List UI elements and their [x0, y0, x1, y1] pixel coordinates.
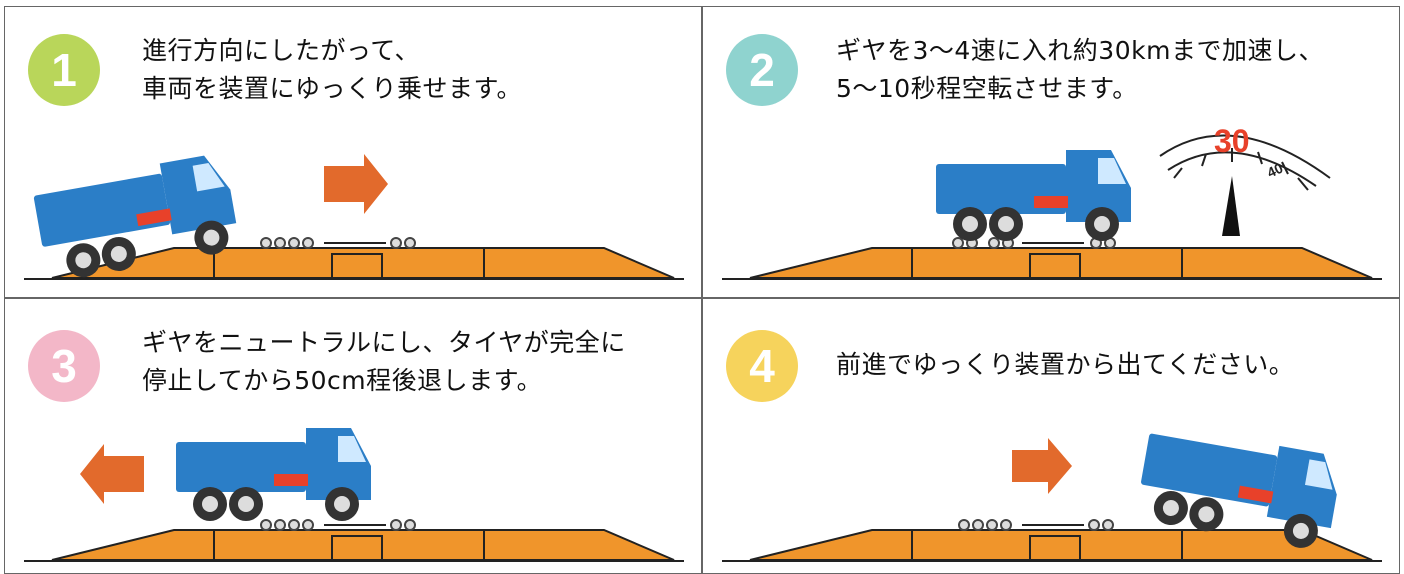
- step-panel-1: 1 進行方向にしたがって、 車両を装置にゆっくり乗せます。: [4, 6, 702, 298]
- step-instruction: 前進でゆっくり装置から出てください。: [836, 346, 1294, 384]
- instruction-line: 進行方向にしたがって、: [142, 36, 421, 65]
- step-2-illustration: 30 40: [722, 123, 1382, 280]
- speed-tick-label: 40: [1265, 160, 1286, 181]
- test-ramp: [722, 529, 1382, 562]
- backward-arrow: [80, 444, 144, 504]
- test-ramp: [24, 247, 684, 280]
- roller-set: [260, 519, 416, 531]
- step-number-badge: 4: [726, 330, 798, 402]
- dump-truck: [33, 155, 237, 278]
- instruction-line: 停止してから50cm程後退します。: [142, 366, 543, 395]
- instruction-line: 5～10秒程空転させます。: [836, 74, 1138, 103]
- step-instruction: ギヤを3～4速に入れ約30kmまで加速し、 5～10秒程空転させます。: [836, 32, 1324, 108]
- speedometer-icon: [1159, 134, 1331, 236]
- roller-set: [260, 237, 416, 249]
- instruction-line: ギヤを3～4速に入れ約30kmまで加速し、: [836, 36, 1324, 65]
- roller-set: [958, 519, 1114, 531]
- step-instruction: 進行方向にしたがって、 車両を装置にゆっくり乗せます。: [142, 32, 522, 108]
- step-number-badge: 2: [726, 34, 798, 106]
- forward-arrow: [1012, 438, 1072, 494]
- dump-truck: [936, 150, 1131, 241]
- step-3-illustration: [24, 428, 684, 562]
- instruction-line: 車両を装置にゆっくり乗せます。: [142, 74, 523, 103]
- dump-truck: [176, 428, 371, 521]
- instruction-line: 前進でゆっくり装置から出てください。: [836, 350, 1295, 379]
- test-ramp: [24, 529, 684, 562]
- step-panel-4: 4 前進でゆっくり装置から出てください。: [702, 298, 1400, 574]
- step-panel-3: 3 ギヤをニュートラルにし、タイヤが完全に 停止してから50cm程後退します。: [4, 298, 702, 574]
- test-ramp: [722, 247, 1382, 280]
- forward-arrow: [324, 154, 388, 214]
- step-number-badge: 1: [28, 34, 100, 106]
- step-1-illustration: [24, 154, 684, 280]
- step-number-badge: 3: [28, 330, 100, 402]
- instruction-line: ギヤをニュートラルにし、タイヤが完全に: [142, 328, 626, 357]
- step-panel-2: 2 ギヤを3～4速に入れ約30kmまで加速し、 5～10秒程空転させます。: [702, 6, 1400, 298]
- step-4-illustration: [722, 433, 1382, 562]
- dump-truck: [1141, 433, 1337, 548]
- speed-highlight-label: 30: [1214, 123, 1250, 159]
- roller-set: [952, 237, 1116, 249]
- step-instruction: ギヤをニュートラルにし、タイヤが完全に 停止してから50cm程後退します。: [142, 324, 626, 400]
